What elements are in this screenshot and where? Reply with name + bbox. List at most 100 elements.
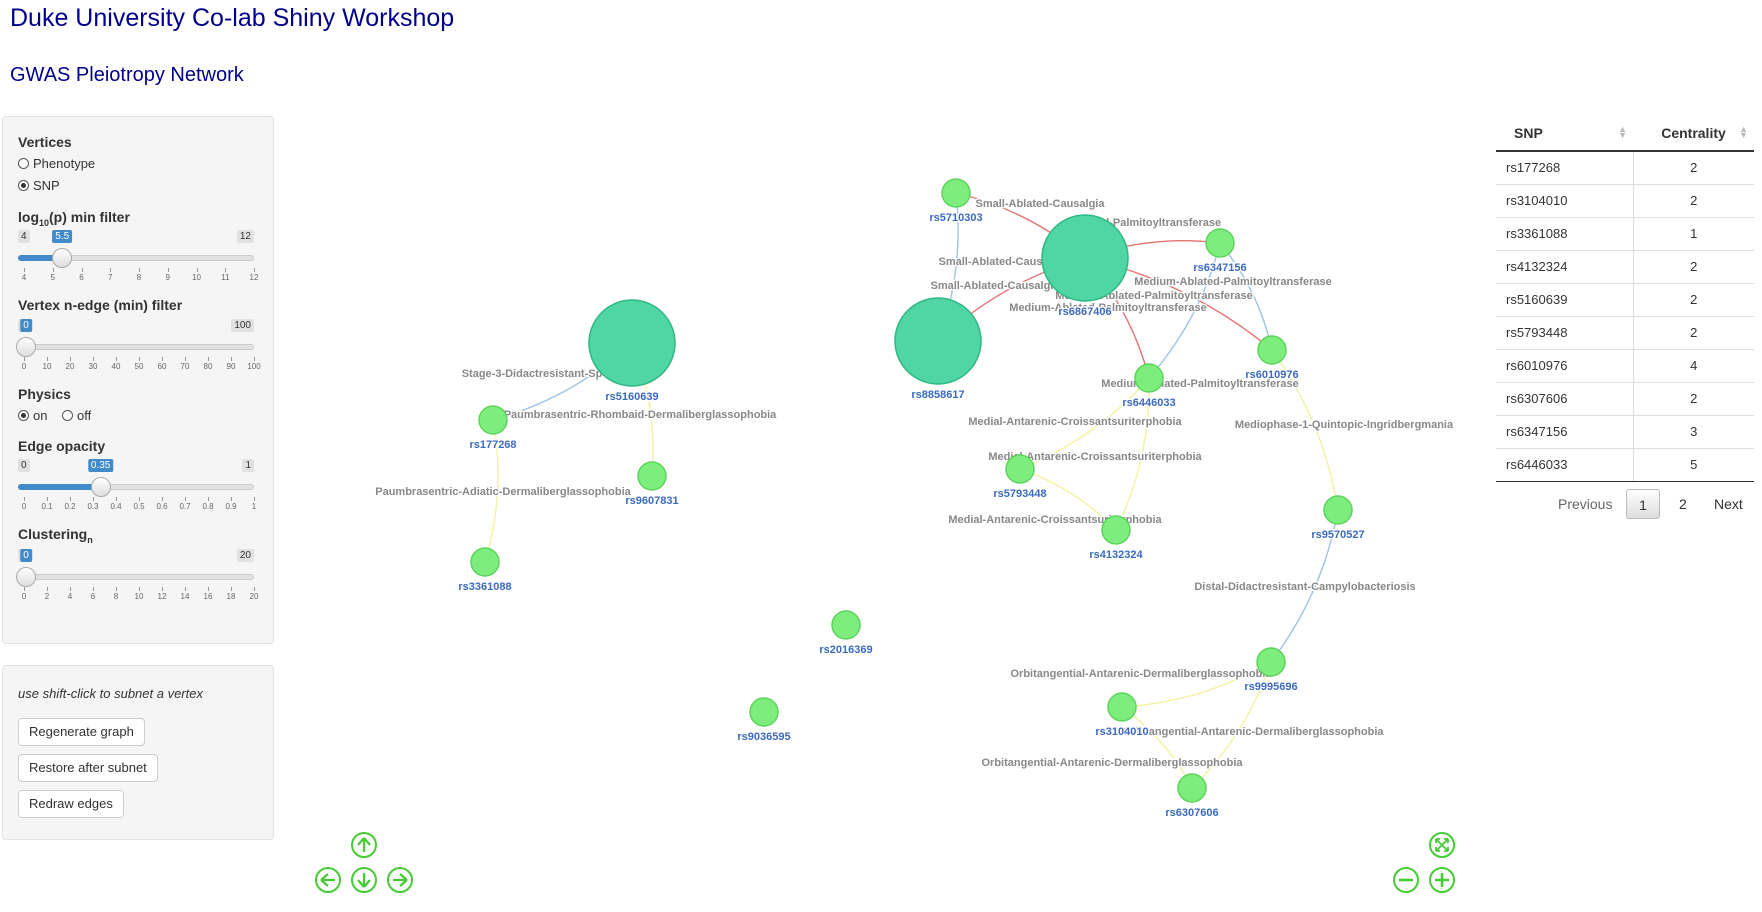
- radio-on-button[interactable]: [18, 410, 29, 421]
- network-node[interactable]: rs9036595: [736, 697, 792, 744]
- network-canvas[interactable]: Stage-3-Didactresistant-SpPaumbrasentric…: [280, 110, 1480, 910]
- redraw-edges-button[interactable]: Redraw edges: [18, 790, 124, 818]
- network-edge[interactable]: [484, 419, 499, 563]
- network-node[interactable]: rs5160639: [588, 299, 676, 404]
- zoom-out-button[interactable]: [1393, 867, 1419, 893]
- network-node[interactable]: rs177268: [468, 405, 518, 452]
- slider-min: 4: [18, 230, 30, 243]
- network-edge[interactable]: [1019, 377, 1150, 470]
- slider-handle[interactable]: [16, 567, 36, 587]
- radio-snp[interactable]: SNP: [18, 178, 60, 193]
- network-nodes: rs5160639 rs177268 rs9607831 rs3361088 rs571…: [457, 178, 1366, 820]
- zoom-fit-button[interactable]: [1429, 832, 1455, 858]
- slider-track[interactable]: [18, 344, 254, 350]
- node-circle[interactable]: [478, 405, 508, 435]
- network-edge[interactable]: [1191, 661, 1272, 789]
- slider-tick: [231, 357, 232, 361]
- radio-physics-on[interactable]: on: [18, 408, 47, 423]
- nav-left-button[interactable]: [315, 867, 341, 893]
- network-node[interactable]: rs4132324: [1088, 515, 1145, 562]
- nav-up-button[interactable]: [351, 832, 377, 858]
- node-circle[interactable]: [1107, 692, 1137, 722]
- node-circle[interactable]: [1041, 214, 1129, 302]
- network-edge[interactable]: [1271, 349, 1339, 511]
- network-edge[interactable]: [1148, 242, 1221, 379]
- regenerate-graph-button[interactable]: Regenerate graph: [18, 718, 145, 746]
- network-node[interactable]: rs6446033: [1121, 363, 1177, 410]
- network-node[interactable]: rs3361088: [457, 547, 513, 594]
- slider-handle[interactable]: [52, 248, 73, 268]
- network-node[interactable]: rs8858617: [894, 297, 982, 402]
- radio-phenotype-button[interactable]: [18, 158, 29, 169]
- network-node[interactable]: rs6347156: [1192, 228, 1248, 275]
- network-node[interactable]: rs5793448: [992, 454, 1048, 501]
- pagination-previous[interactable]: Previous: [1558, 496, 1613, 512]
- node-circle[interactable]: [894, 297, 982, 385]
- zoom-in-button[interactable]: [1429, 867, 1455, 893]
- network-node[interactable]: rs9570527: [1310, 495, 1366, 542]
- slider-handle[interactable]: [16, 337, 36, 357]
- column-header-centrality[interactable]: Centrality ▲▼: [1633, 116, 1754, 152]
- radio-snp-button[interactable]: [18, 180, 29, 191]
- node-circle[interactable]: [470, 547, 500, 577]
- network-node[interactable]: rs6307606: [1164, 773, 1220, 820]
- network-edge[interactable]: [1270, 509, 1339, 663]
- pagination-page-current[interactable]: 1: [1626, 489, 1660, 519]
- nav-right-button[interactable]: [387, 867, 413, 893]
- network-node[interactable]: rs6867406: [1041, 214, 1129, 319]
- node-circle[interactable]: [1134, 363, 1164, 393]
- radio-off-button[interactable]: [62, 410, 73, 421]
- node-label: rs6446033: [1122, 397, 1175, 409]
- pagination-next[interactable]: Next: [1714, 496, 1743, 512]
- column-header-snp[interactable]: SNP ▲▼: [1496, 116, 1633, 152]
- node-circle[interactable]: [941, 178, 971, 208]
- slider-track[interactable]: [18, 574, 254, 580]
- node-circle[interactable]: [588, 299, 676, 387]
- pagination-page-2[interactable]: 2: [1679, 496, 1687, 512]
- node-circle[interactable]: [1005, 454, 1035, 484]
- slider-tick: [167, 268, 169, 272]
- node-circle[interactable]: [1323, 495, 1353, 525]
- restore-after-subnet-button[interactable]: Restore after subnet: [18, 754, 158, 782]
- node-circle[interactable]: [1205, 228, 1235, 258]
- radio-phenotype[interactable]: Phenotype: [18, 156, 95, 171]
- slider-value: 0: [20, 319, 32, 332]
- arrow-down-icon: [357, 873, 371, 888]
- node-circle[interactable]: [1256, 647, 1286, 677]
- node-circle[interactable]: [637, 461, 667, 491]
- network-node[interactable]: rs9607831: [624, 461, 680, 508]
- node-circle[interactable]: [831, 610, 861, 640]
- radio-physics-off[interactable]: off: [62, 408, 91, 423]
- node-circle[interactable]: [1257, 335, 1287, 365]
- network-edge[interactable]: [1121, 706, 1193, 789]
- network-node[interactable]: rs9995696: [1243, 647, 1299, 694]
- node-circle[interactable]: [1101, 515, 1131, 545]
- network-edge[interactable]: [1115, 377, 1150, 531]
- radio-on-label: on: [33, 408, 48, 423]
- pagination: Previous 1 2 Next: [1496, 489, 1754, 521]
- network-node[interactable]: rs5710303: [928, 178, 984, 225]
- slider-tick: [70, 357, 71, 361]
- nav-down-button[interactable]: [351, 867, 377, 893]
- node-circle[interactable]: [749, 697, 779, 727]
- network-edge[interactable]: [1121, 661, 1272, 708]
- slider-handle[interactable]: [90, 477, 111, 497]
- network-node[interactable]: rs2016369: [818, 610, 874, 657]
- node-circle[interactable]: [1177, 773, 1207, 803]
- network-node[interactable]: rs3104010: [1094, 692, 1150, 739]
- network-node[interactable]: rs6010976: [1244, 335, 1300, 382]
